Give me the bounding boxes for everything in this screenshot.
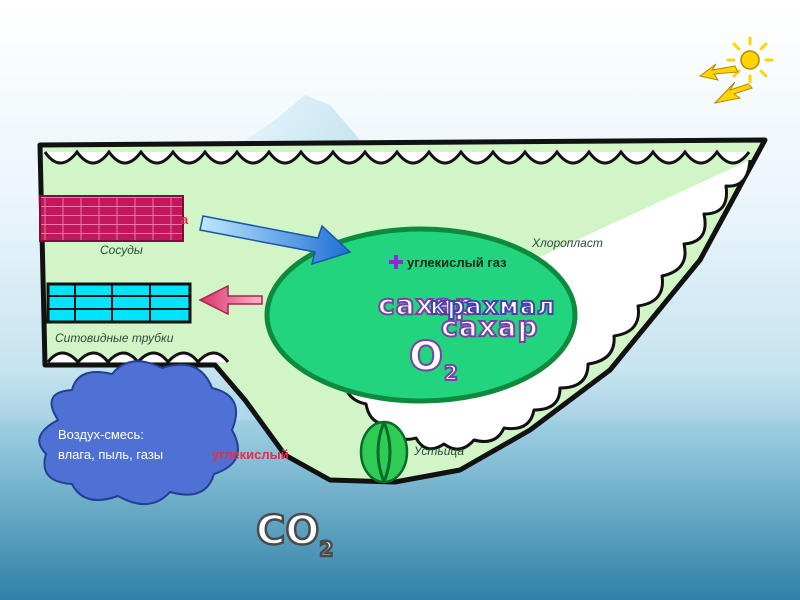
plus-icon (389, 255, 403, 269)
starch-label: крахмал (429, 291, 556, 321)
air-mixture-text: Воздух-смесь: влага, пыль, газы (58, 425, 163, 465)
chloroplast (264, 226, 578, 404)
co2-subscript: 2 (318, 536, 334, 563)
vessel-partial-label: а (181, 212, 189, 227)
arrow-to-chloroplast (199, 215, 352, 266)
sun-icon (726, 36, 774, 84)
vessels-label: Сосуды (100, 243, 143, 257)
oxygen-symbol: O (408, 333, 445, 381)
sugar-label-2: сахар (440, 309, 539, 344)
carbon-dioxide-red-label: углекислый (212, 447, 289, 462)
upper-epidermis (43, 149, 751, 165)
sugar-label-1: сахар (377, 287, 476, 322)
air-cloud (38, 360, 239, 505)
oxygen-label: O2 (408, 333, 459, 386)
carbon-dioxide-label: углекислый газ (407, 255, 507, 270)
air-mixture-line-1: Воздух-смесь: (58, 427, 144, 442)
sieve-tubes-label: Ситовидные трубки (55, 331, 174, 345)
arrow-to-sieve-tubes (198, 284, 263, 316)
co2-label: CO2 (255, 507, 335, 563)
co2-symbol: CO (255, 507, 321, 556)
stoma-label: Устьица (414, 444, 465, 458)
sieve-tubes (46, 282, 192, 324)
sun-ray-arrow-1 (698, 63, 739, 81)
sun-ray-arrow-2 (713, 81, 753, 104)
vessels (39, 195, 184, 242)
air-mixture-line-2: влага, пыль, газы (58, 447, 164, 462)
oxygen-subscript: 2 (443, 360, 459, 386)
chloroplast-label: Хлоропласт (532, 236, 603, 250)
stoma (359, 420, 409, 484)
